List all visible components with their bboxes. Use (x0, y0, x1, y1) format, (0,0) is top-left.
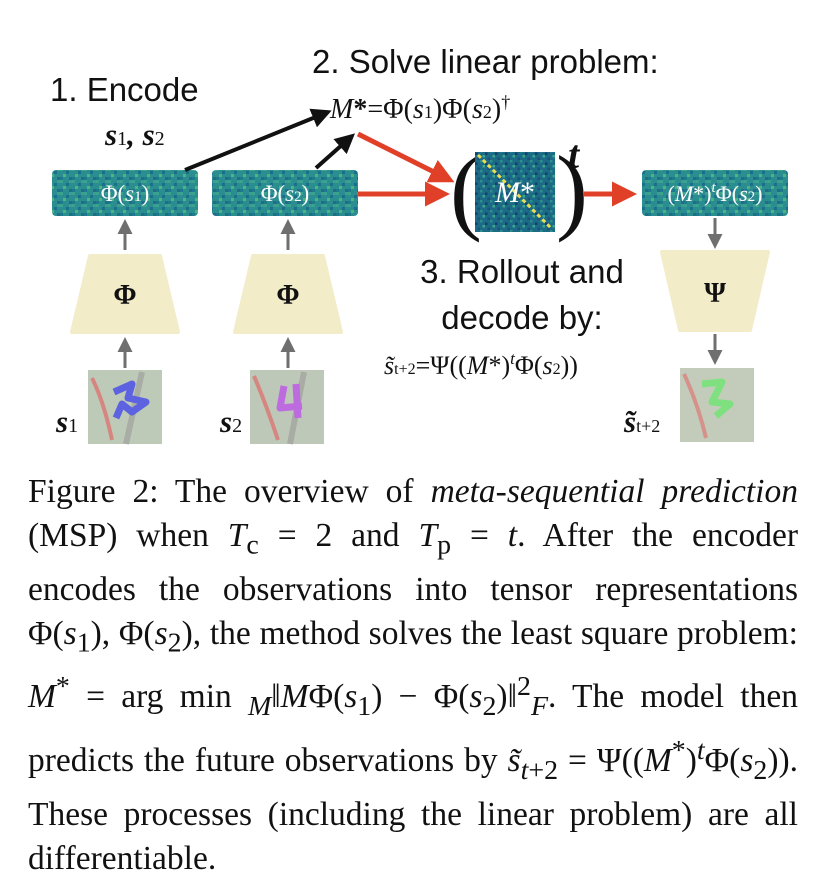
arrow-solve-to-mstar (356, 131, 455, 183)
decoder (660, 250, 770, 332)
mstar-power: t (568, 132, 581, 177)
mstar-right-paren: ) (556, 136, 588, 243)
label-pred: s̃t+2 (623, 404, 660, 439)
input-image-s2 (250, 370, 324, 445)
label-s2: s2 (219, 404, 242, 439)
encoder-2-label: Φ (276, 280, 299, 311)
arrow-encode-to-solve (184, 108, 332, 172)
output-rep-block (642, 170, 788, 216)
mstar-diagonal (476, 153, 554, 231)
phi-s2-block (212, 170, 358, 216)
encode-inputs-label: s1, s2 (104, 117, 165, 152)
predicted-image (680, 368, 754, 442)
decoder-label: Ψ (704, 278, 726, 309)
encoder-2 (233, 254, 343, 334)
label-s1: s1 (55, 404, 78, 439)
arrow-phi-s2-to-solve (314, 133, 355, 170)
step-rollout-line2: decode by: (441, 299, 602, 336)
step-encode-label: 1. Encode (50, 71, 199, 108)
output-rep-label: (M*)tΦ(s2) (668, 180, 763, 206)
mstar-label: M* (494, 176, 535, 209)
phi-s2-label: Φ(s2) (261, 181, 310, 206)
step-rollout-line1: 3. Rollout and (420, 253, 624, 290)
solve-equation: M*=Φ(s1)Φ(s2)† (329, 92, 510, 125)
caption-label: Figure 2: (28, 473, 159, 510)
input-image-s1 (88, 370, 162, 445)
phi-s1-block (52, 170, 198, 216)
figure-caption: Figure 2: The overview of meta-sequentia… (28, 473, 799, 878)
encoder-1 (70, 254, 180, 334)
encoder-1-label: Φ (113, 280, 136, 311)
phi-s1-label: Φ(s1) (101, 181, 150, 206)
rollout-equation: s̃t+2=Ψ((M*)tΦ(s2)) (384, 349, 578, 380)
step-solve-label: 2. Solve linear problem: (312, 43, 659, 80)
